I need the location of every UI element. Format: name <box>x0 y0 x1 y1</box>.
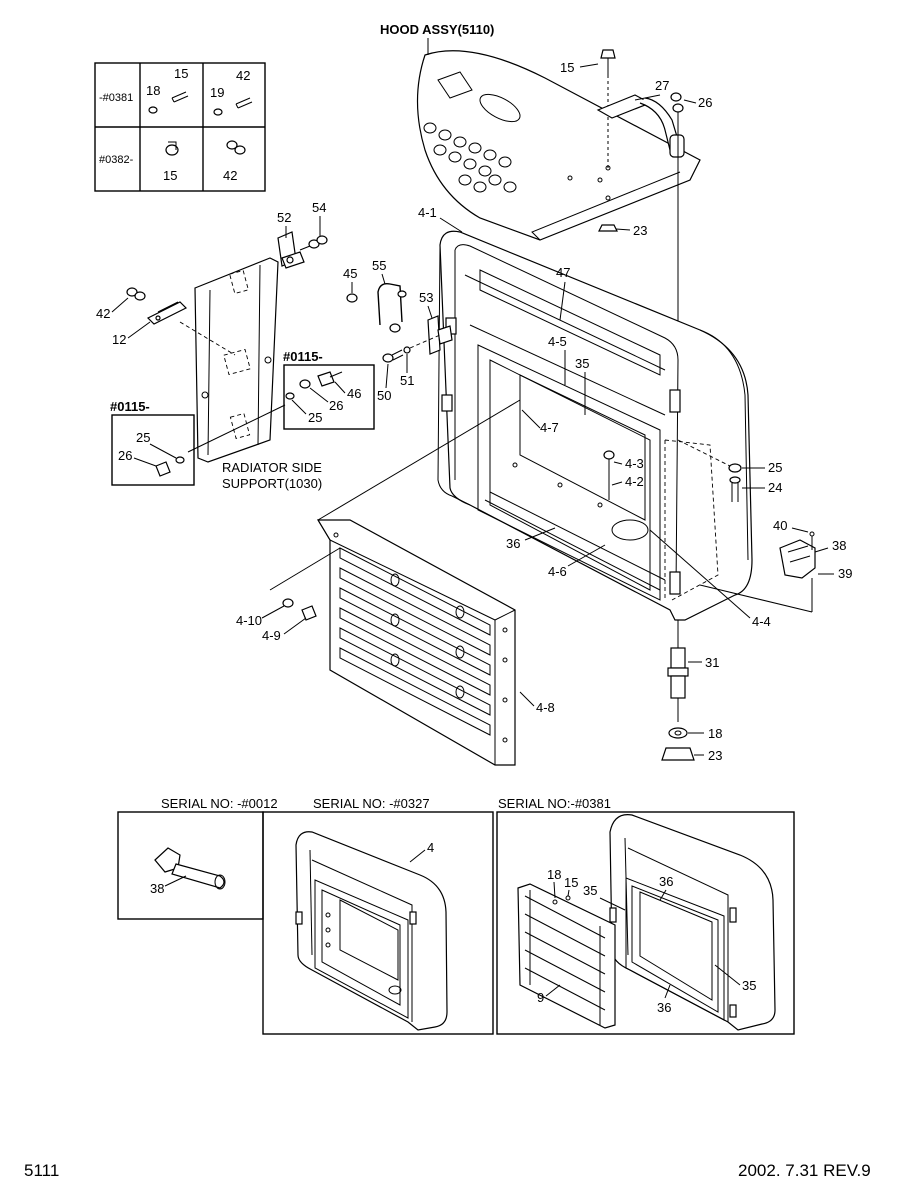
bracket-53 <box>427 315 453 355</box>
callout-53: 53 <box>419 290 433 305</box>
callout-4-9: 4-9 <box>262 628 281 643</box>
inset-0115-a <box>283 364 375 430</box>
nut-23-top <box>598 224 618 232</box>
washer-51 <box>403 346 411 354</box>
callout-46: 46 <box>347 386 361 401</box>
bracket-52 <box>277 231 305 269</box>
callout-4-2: 4-2 <box>625 474 644 489</box>
date-revision: 2002. 7.31 REV.9 <box>738 1161 871 1180</box>
callout-50: 50 <box>377 388 391 403</box>
callout-4-3: 4-3 <box>625 456 644 471</box>
nut-45 <box>346 293 358 303</box>
serial-label-0381: SERIAL NO:-#0381 <box>498 796 611 811</box>
bracket-27 <box>596 94 685 158</box>
callout-4-4: 4-4 <box>752 614 771 629</box>
latch-38 <box>699 531 816 613</box>
inset-0115-b <box>111 414 195 486</box>
callout-18: 18 <box>708 726 722 741</box>
callout-39: 39 <box>838 566 852 581</box>
washer-25-right <box>677 439 742 473</box>
callout-23: 23 <box>633 223 647 238</box>
pin-4-3 <box>603 450 615 500</box>
callout-26-b: 26 <box>118 448 132 463</box>
callout-40: 40 <box>773 518 787 533</box>
table-cell-42-b: 42 <box>223 168 237 183</box>
callout-25-box: 25 <box>308 410 322 425</box>
callout-47: 47 <box>556 265 570 280</box>
table-cell-19: 19 <box>210 85 224 100</box>
bolt-4-9 <box>301 605 317 621</box>
callout-4-5: 4-5 <box>548 334 567 349</box>
table-cell-15-b: 15 <box>163 168 177 183</box>
callout-26: 26 <box>698 95 712 110</box>
serial-callout-36-bottom: 36 <box>657 1000 671 1015</box>
callout-27: 27 <box>655 78 669 93</box>
serial-box-0012 <box>117 811 264 920</box>
serial-inset-table <box>94 62 266 192</box>
callout-12: 12 <box>112 332 126 347</box>
serial-callout-36-top: 36 <box>659 874 673 889</box>
serial-callout-9: 9 <box>537 990 544 1005</box>
table-code-row1: -#0381 <box>99 92 133 104</box>
serial-box-0381 <box>496 811 795 1035</box>
callout-54: 54 <box>312 200 326 215</box>
table-cell-18: 18 <box>146 83 160 98</box>
callout-38: 38 <box>832 538 846 553</box>
callout-23-bottom: 23 <box>708 748 722 763</box>
serial-callout-35-bottom: 35 <box>742 978 756 993</box>
bolt-24 <box>729 476 741 502</box>
u-bolt-55 <box>377 282 407 333</box>
callout-4-1: 4-1 <box>418 205 437 220</box>
serial-callout-4: 4 <box>427 840 434 855</box>
stud-31 <box>667 620 689 722</box>
page-number: 5111 <box>24 1161 59 1180</box>
callout-4-8: 4-8 <box>536 700 555 715</box>
callout-25: 25 <box>768 460 782 475</box>
radiator-support-label: SUPPORT(1030) <box>222 476 322 491</box>
radiator-frame-4-1 <box>437 230 753 621</box>
callout-36: 36 <box>506 536 520 551</box>
serial-label-0012: SERIAL NO: -#0012 <box>161 796 278 811</box>
callout-45: 45 <box>343 266 357 281</box>
serial-callout-35-top: 35 <box>583 883 597 898</box>
grille-4-8 <box>269 399 521 766</box>
nut-23-bottom <box>661 747 695 761</box>
note-0115-a: #0115- <box>283 349 323 364</box>
table-code-row2: #0382- <box>99 154 134 166</box>
serial-box-0327 <box>262 811 494 1035</box>
callout-15: 15 <box>560 60 574 75</box>
callout-42: 42 <box>96 306 110 321</box>
hood-assembly <box>416 50 701 241</box>
hood-vent-holes <box>423 122 517 193</box>
hood-assy-label: HOOD ASSY(5110) <box>380 22 494 37</box>
callout-26-box: 26 <box>329 398 343 413</box>
serial-callout-18: 18 <box>547 867 561 882</box>
callout-25-b: 25 <box>136 430 150 445</box>
serial-callout-15: 15 <box>564 875 578 890</box>
radiator-side-label: RADIATOR SIDE <box>222 460 322 475</box>
washer-18 <box>668 727 688 739</box>
table-cell-15: 15 <box>174 66 188 81</box>
radiator-side-support <box>179 257 286 463</box>
note-0115-b: #0115- <box>110 399 150 414</box>
table-cell-42: 42 <box>236 68 250 83</box>
callout-55: 55 <box>372 258 386 273</box>
bolt-54 <box>299 235 328 251</box>
callout-31: 31 <box>705 655 719 670</box>
serial-callout-38: 38 <box>150 881 164 896</box>
washer-4-10 <box>282 598 294 608</box>
callout-35: 35 <box>575 356 589 371</box>
bolt-15-top <box>600 49 616 170</box>
callout-4-7: 4-7 <box>540 420 559 435</box>
callout-52: 52 <box>277 210 291 225</box>
callout-4-10: 4-10 <box>236 613 262 628</box>
callout-4-6: 4-6 <box>548 564 567 579</box>
bolt-50 <box>382 349 404 363</box>
callout-51: 51 <box>400 373 414 388</box>
plate-12 <box>126 287 188 325</box>
callout-24: 24 <box>768 480 782 495</box>
serial-label-0327: SERIAL NO: -#0327 <box>313 796 430 811</box>
